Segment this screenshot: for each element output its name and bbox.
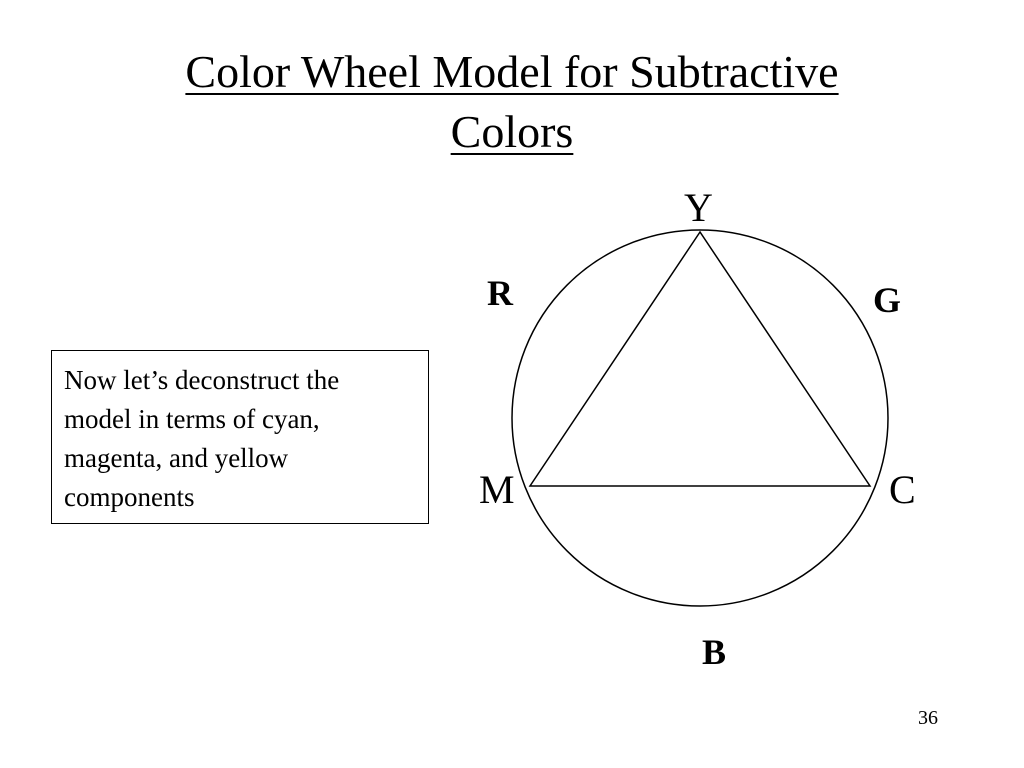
vertex-label-cyan: C — [889, 467, 916, 512]
slide-title-line-1: Color Wheel Model for Subtractive — [185, 46, 839, 97]
note-line-2: model in terms of cyan, — [64, 404, 320, 434]
note-line-4: components — [64, 482, 195, 512]
subtractive-triangle — [528, 230, 872, 487]
wheel-label-green: G — [873, 280, 902, 320]
wheel-label-red: R — [487, 273, 513, 313]
page-number: 36 — [918, 707, 938, 729]
slide-title: Color Wheel Model for Subtractive Colors — [0, 42, 1024, 162]
wheel-label-blue: B — [702, 632, 727, 672]
color-wheel-circle — [511, 229, 889, 607]
explanation-text-box: Now let’s deconstruct the model in terms… — [51, 350, 429, 524]
vertex-label-yellow: Y — [684, 185, 713, 230]
slide-title-line-2: Colors — [450, 106, 574, 157]
note-line-3: magenta, and yellow — [64, 443, 289, 473]
vertex-label-magenta: M — [479, 467, 515, 512]
note-line-1: Now let’s deconstruct the — [64, 365, 340, 395]
